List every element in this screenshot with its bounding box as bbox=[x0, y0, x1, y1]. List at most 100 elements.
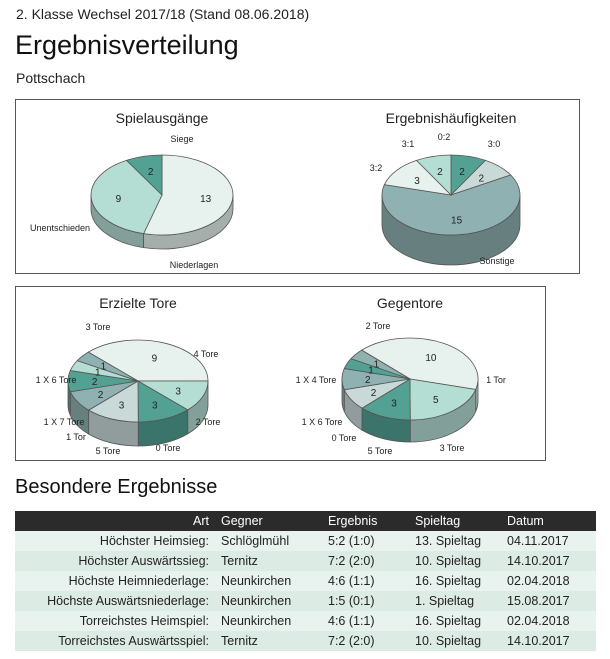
cell-gegner: Neunkirchen bbox=[215, 591, 322, 611]
slice-label: 1 X 4 Tore bbox=[296, 375, 337, 385]
team-name: Pottschach bbox=[16, 70, 86, 86]
slice-value: 2 bbox=[437, 167, 443, 178]
cell-art: Höchste Heimniederlage: bbox=[15, 571, 215, 591]
cell-datum: 04.11.2017 bbox=[501, 531, 596, 551]
cell-gegner: Ternitz bbox=[215, 551, 322, 571]
table-header-row: Art Gegner Ergebnis Spieltag Datum bbox=[15, 511, 596, 531]
cell-datum: 14.10.2017 bbox=[501, 631, 596, 651]
slice-value: 2 bbox=[478, 173, 484, 184]
column-header-ergebnis: Ergebnis bbox=[322, 511, 409, 531]
cell-art: Torreichstes Auswärtsspiel: bbox=[15, 631, 215, 651]
column-header-spieltag: Spieltag bbox=[409, 511, 501, 531]
pie-slice-3-1 bbox=[415, 154, 452, 196]
special-results-title: Besondere Ergebnisse bbox=[15, 476, 218, 498]
slice-value: 3 bbox=[175, 387, 181, 398]
slice-label: 1 X 6 Tore bbox=[36, 375, 77, 385]
cell-ergebnis: 4:6 (1:1) bbox=[322, 571, 409, 591]
pie-slice-unentschieden bbox=[125, 154, 163, 196]
cell-datum: 02.04.2018 bbox=[501, 611, 596, 631]
table-row: Höchste Auswärtsniederlage: Neunkirchen … bbox=[15, 591, 596, 611]
slice-value: 13 bbox=[200, 194, 212, 205]
slice-label: 3:1 bbox=[402, 139, 415, 149]
pie-chart-ergebnish-ufigkeiten: Ergebnishäufigkeiten 2 2 15 3 2 0:2 3:0Sonstige… bbox=[370, 110, 521, 266]
slice-value: 15 bbox=[451, 216, 463, 227]
cell-ergebnis: 7:2 (2:0) bbox=[322, 631, 409, 651]
cell-spieltag: 13. Spieltag bbox=[409, 531, 501, 551]
chart-title: Gegentore bbox=[377, 295, 443, 311]
slice-value: 3 bbox=[414, 176, 420, 187]
chart-title: Spielausgänge bbox=[116, 110, 209, 126]
column-header-datum: Datum bbox=[501, 511, 596, 531]
page-title: Ergebnisverteilung bbox=[15, 30, 239, 60]
slice-label: 1 Tor bbox=[486, 375, 506, 385]
slice-value: 1 bbox=[374, 360, 380, 371]
slice-label: Sonstige bbox=[479, 256, 514, 266]
slice-label: 1 X 7 Tore bbox=[44, 417, 85, 427]
table-row: Höchster Auswärtssieg: Ternitz 7:2 (2:0)… bbox=[15, 551, 596, 571]
slice-label: 0:2 bbox=[438, 132, 451, 142]
cell-datum: 14.10.2017 bbox=[501, 551, 596, 571]
pie-slice-siege bbox=[143, 154, 234, 236]
cell-ergebnis: 5:2 (1:0) bbox=[322, 531, 409, 551]
chart-title: Erzielte Tore bbox=[99, 295, 177, 311]
season-caption: 2. Klasse Wechsel 2017/18 (Stand 08.06.2… bbox=[16, 6, 310, 22]
cell-ergebnis: 4:6 (1:1) bbox=[322, 611, 409, 631]
slice-value: 3 bbox=[391, 399, 397, 410]
slice-label: 0 Tore bbox=[156, 443, 181, 453]
slice-value: 3 bbox=[119, 401, 125, 412]
slice-value: 2 bbox=[98, 390, 104, 401]
table-row: Höchste Heimniederlage: Neunkirchen 4:6 … bbox=[15, 571, 596, 591]
cell-art: Torreichstes Heimspiel: bbox=[15, 611, 215, 631]
cell-art: Höchster Heimsieg: bbox=[15, 531, 215, 551]
slice-value: 5 bbox=[433, 395, 439, 406]
cell-spieltag: 10. Spieltag bbox=[409, 631, 501, 651]
slice-value: 2 bbox=[92, 377, 98, 388]
cell-gegner: Neunkirchen bbox=[215, 571, 322, 591]
cell-spieltag: 16. Spieltag bbox=[409, 571, 501, 591]
pie-sides bbox=[67, 380, 209, 447]
slice-value: 2 bbox=[371, 388, 377, 399]
slice-label: Siege bbox=[170, 134, 193, 144]
slice-value: 1 bbox=[101, 362, 107, 373]
slice-value: 2 bbox=[148, 167, 154, 178]
pie-slice-2-tore bbox=[360, 337, 479, 390]
special-results-table: Art Gegner Ergebnis Spieltag Datum Höchs… bbox=[15, 511, 596, 651]
cell-gegner: Schlöglmühl bbox=[215, 531, 322, 551]
cell-ergebnis: 1:5 (0:1) bbox=[322, 591, 409, 611]
slice-label: 3:0 bbox=[488, 139, 501, 149]
slice-value: 1 bbox=[368, 365, 374, 376]
chart-title: Ergebnishäufigkeiten bbox=[386, 110, 517, 126]
slice-label: 2 Tore bbox=[196, 417, 221, 427]
table-row: Torreichstes Heimspiel: Neunkirchen 4:6 … bbox=[15, 611, 596, 631]
pie-slice-1-tor bbox=[409, 378, 477, 421]
pie-chart-spielausg-nge: Spielausgänge1392SiegeNiederlagenUnentsc… bbox=[30, 110, 234, 270]
column-header-gegner: Gegner bbox=[215, 511, 322, 531]
slice-label: 1 X 6 Tore bbox=[302, 417, 343, 427]
cell-gegner: Ternitz bbox=[215, 631, 322, 651]
slice-label: 5 Tore bbox=[368, 446, 393, 456]
cell-datum: 02.04.2018 bbox=[501, 571, 596, 591]
pie-slice-1-x-6-tore bbox=[76, 351, 139, 382]
slice-label: Niederlagen bbox=[170, 260, 219, 270]
column-header-art: Art bbox=[15, 511, 215, 531]
cell-spieltag: 10. Spieltag bbox=[409, 551, 501, 571]
pie-slice-1-x-4-tore bbox=[350, 349, 411, 380]
cell-art: Höchste Auswärtsniederlage: bbox=[15, 591, 215, 611]
cell-ergebnis: 7:2 (2:0) bbox=[322, 551, 409, 571]
cell-spieltag: 16. Spieltag bbox=[409, 611, 501, 631]
slice-value: 3 bbox=[152, 400, 158, 411]
slice-value: 2 bbox=[365, 375, 371, 386]
table-row: Höchster Heimsieg: Schlöglmühl 5:2 (1:0)… bbox=[15, 531, 596, 551]
slice-label: 3 Tore bbox=[440, 443, 465, 453]
slice-label: 4 Tore bbox=[194, 349, 219, 359]
cell-art: Höchster Auswärtssieg: bbox=[15, 551, 215, 571]
slice-value: 2 bbox=[459, 167, 465, 178]
pie-slice-niederlagen bbox=[90, 159, 163, 235]
pie-slice-3-tore bbox=[87, 339, 209, 382]
slice-value: 9 bbox=[116, 194, 122, 205]
slice-label: 3 Tore bbox=[86, 322, 111, 332]
cell-datum: 15.08.2017 bbox=[501, 591, 596, 611]
